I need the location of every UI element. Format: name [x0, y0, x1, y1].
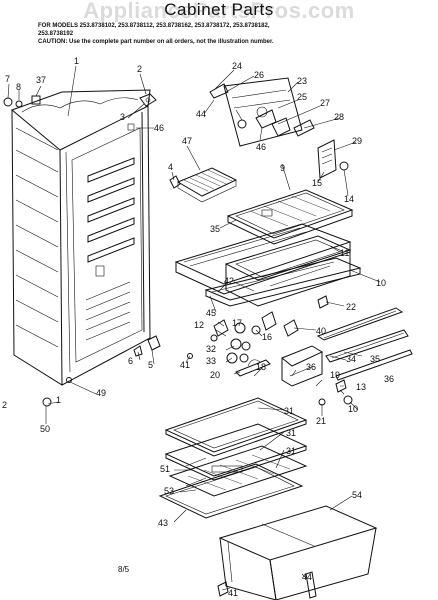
callout-1-lower: 1: [56, 395, 61, 405]
callout-20: 20: [210, 370, 220, 380]
mid-hardware: [187, 311, 299, 359]
leader-lines: [7, 65, 381, 591]
drawer-clip: [317, 295, 329, 309]
callout-37: 35: [370, 354, 380, 364]
top-hinge-part: [139, 93, 157, 107]
callout-33: 33: [206, 356, 216, 366]
callout-6: 6: [128, 356, 133, 366]
callout-48-upper: 46: [154, 123, 164, 133]
callout-16: 16: [262, 332, 272, 342]
cabinet-clips: [127, 123, 181, 357]
callout-19: 19: [330, 370, 340, 380]
callout-36: 36: [384, 374, 394, 384]
callout-35: 35: [210, 224, 220, 234]
wire-shelf: [176, 167, 238, 203]
models-line-2: 253.8738192: [38, 31, 74, 37]
callout-5: 5: [148, 360, 153, 370]
callout-54: 53: [164, 486, 174, 496]
models-line-1: FOR MODELS 253.8738102, 253.8738112, 253…: [38, 23, 270, 29]
callout-55: 54: [352, 490, 362, 500]
crisper-pans: [218, 505, 378, 600]
callout-12: 12: [194, 320, 204, 330]
order-note: CAUTION: Use the complete part number on…: [38, 39, 274, 45]
callout-47: 45: [206, 308, 216, 318]
callout-53: 51: [160, 464, 170, 474]
models-header: FOR MODELS 253.8738102, 253.8738112, 253…: [38, 22, 438, 46]
callout-28: 28: [334, 112, 344, 122]
callout-9: 9: [280, 163, 285, 173]
callout-10-upper: 10: [376, 278, 386, 288]
callout-11: 11: [340, 248, 349, 258]
callout-46: 44: [196, 109, 206, 119]
callout-18: 18: [256, 362, 266, 372]
shelf-rails: [87, 157, 135, 263]
callout-7: 7: [5, 74, 10, 84]
page-title: Cabinet Parts: [164, 0, 274, 19]
callout-51: 50: [40, 424, 50, 434]
callout-labels: 7 8 37 1 2 3 46 4 47 24 26 23 25 27 28 4…: [2, 56, 394, 598]
callout-29: 29: [352, 136, 362, 146]
callout-25: 25: [297, 92, 307, 102]
callout-21: 21: [316, 416, 326, 426]
control-housing: [281, 345, 324, 387]
callout-39: 37: [36, 75, 46, 85]
rollers: [226, 338, 251, 364]
callout-31-c: 31: [286, 446, 296, 456]
support-bar: [235, 359, 271, 377]
callout-43: 41: [180, 360, 190, 370]
callout-23: 23: [297, 76, 307, 86]
crisper-slides: [185, 457, 207, 487]
light-assembly-parts: [317, 139, 349, 183]
footer-code: 8/5: [118, 565, 130, 574]
callout-34: 34: [346, 354, 356, 364]
watermark: AppliancePartsPros.com: [83, 0, 355, 23]
callout-4: 4: [168, 162, 173, 172]
callout-42: 42: [224, 276, 234, 286]
meat-drawer: [224, 235, 352, 307]
crisper-frame: [174, 223, 352, 295]
callout-3: 3: [120, 112, 125, 122]
callout-50: 49: [96, 388, 106, 398]
callout-27: 27: [320, 98, 330, 108]
callout-45: 44: [302, 572, 312, 582]
trim-strips: [316, 307, 413, 381]
callout-31-b: 31: [286, 428, 296, 438]
callout-17: 17: [232, 318, 242, 328]
callout-38: 36: [306, 362, 316, 372]
callout-8: 8: [16, 82, 21, 92]
rear-panel: [209, 77, 303, 147]
callout-1: 1: [74, 56, 79, 66]
callout-2: 2: [137, 64, 142, 74]
callout-48-lower: 46: [256, 142, 266, 152]
callout-32: 32: [206, 344, 216, 354]
callout-24: 24: [232, 61, 242, 71]
control-knob-parts: [271, 117, 315, 137]
callout-31-a: 31: [284, 406, 294, 416]
lower-hardware: [318, 379, 353, 406]
callout-44: 43: [158, 518, 168, 528]
callout-26: 26: [254, 70, 264, 80]
callout-41: 41: [228, 588, 238, 598]
cover-rail: [204, 257, 362, 307]
callout-13: 13: [356, 382, 366, 392]
callout-49: 47: [182, 136, 192, 146]
upper-shelf-assembly: [226, 189, 354, 245]
callout-15: 15: [312, 178, 322, 188]
edge-mark: 2: [2, 400, 7, 410]
callout-14: 14: [344, 194, 354, 204]
callout-22: 22: [346, 302, 356, 312]
callout-40: 40: [316, 326, 326, 336]
cabinet-shell: [11, 89, 151, 386]
crisper-shelves: [158, 397, 308, 519]
callout-10-lower: 10: [348, 404, 358, 414]
pan-parts: [217, 571, 317, 599]
